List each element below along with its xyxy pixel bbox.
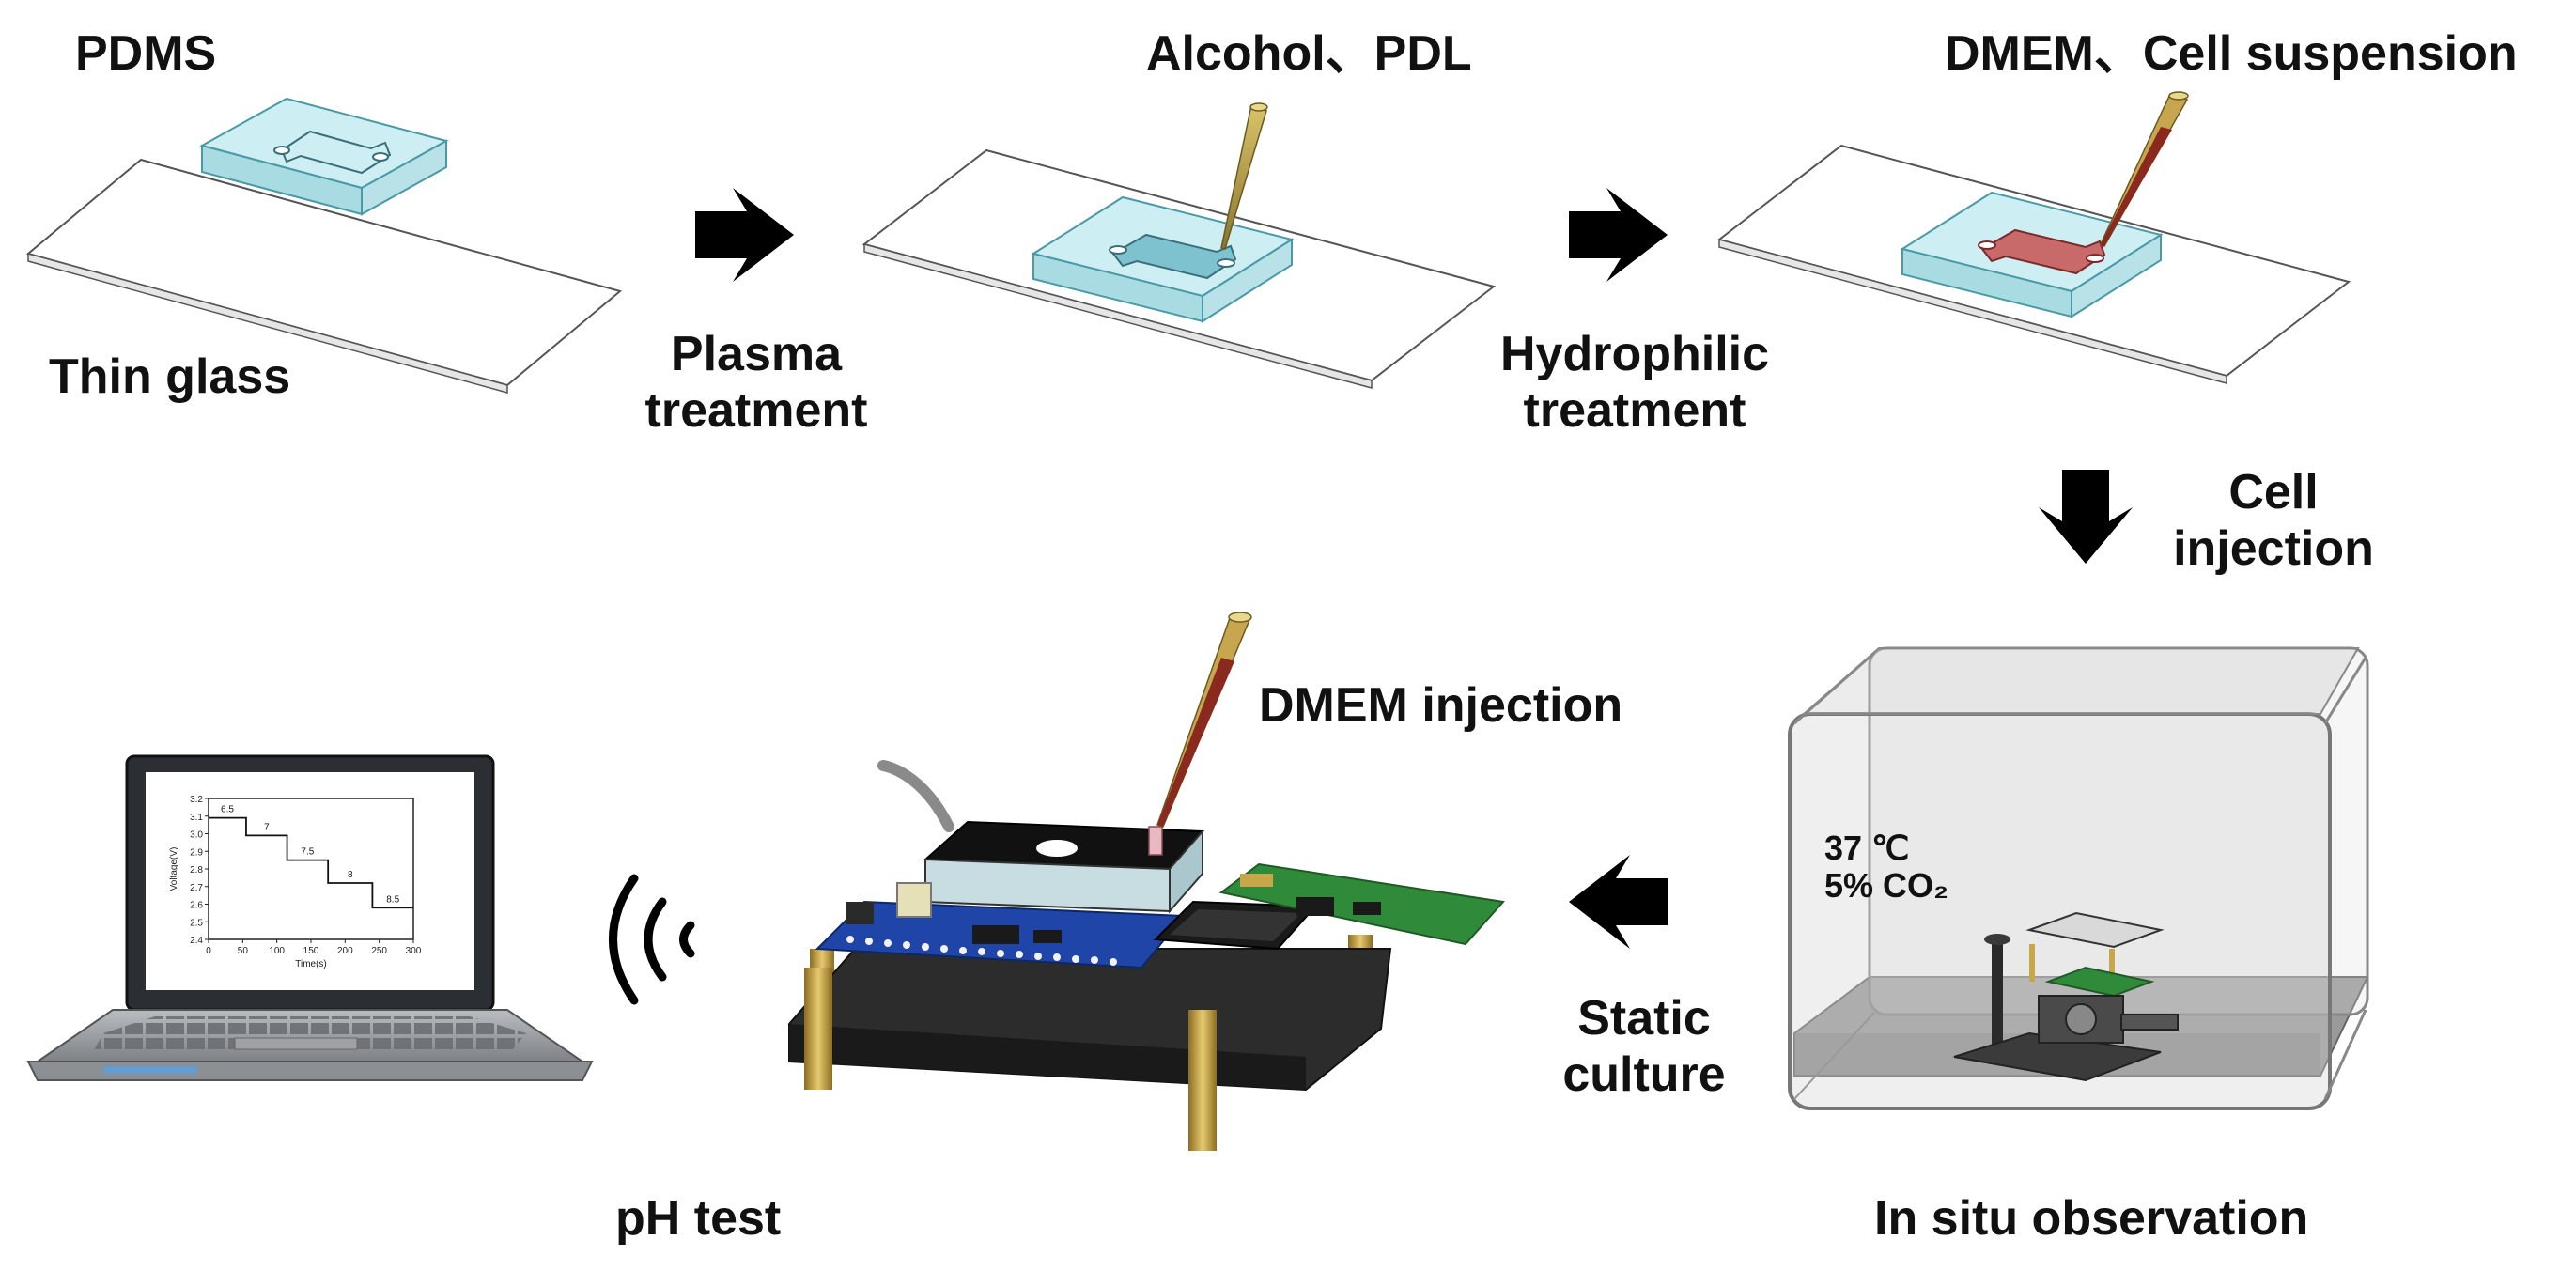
x-tick-label: 50 (238, 946, 249, 956)
x-tick-label: 200 (337, 946, 353, 956)
step-ph-label: 7 (264, 822, 270, 832)
wireless-signal-icon (609, 874, 695, 1005)
y-tick-label: 2.4 (190, 936, 203, 946)
incubator (1788, 646, 2369, 1110)
x-tick-label: 150 (303, 946, 319, 956)
label-in-situ-observation: In situ observation (1874, 1191, 2309, 1246)
label-plasma-treatment: Plasma treatment (620, 327, 892, 440)
y-tick-label: 3.0 (190, 830, 203, 841)
label-cell-injection: Cell injection (2151, 465, 2396, 578)
y-tick-label: 3.2 (190, 795, 203, 805)
y-tick-label: 2.6 (190, 901, 203, 911)
arrow-left-icon (1569, 855, 1668, 949)
label-plasma-line1: Plasma (670, 327, 843, 381)
y-tick-label: 2.7 (190, 883, 203, 893)
pdms-chip-3 (1900, 191, 2164, 318)
step-ph-label: 6.5 (221, 805, 234, 815)
x-tick-label: 0 (206, 946, 211, 956)
y-tick-label: 2.8 (190, 865, 203, 876)
voltage-time-chart: 2.4 2.5 2.6 2.7 2.8 2.9 3.0 3.1 3.2 0 50 100 150 200 2… (169, 795, 422, 969)
arrow-down-icon (2039, 470, 2133, 564)
pipette-tip-3 (2100, 91, 2189, 247)
y-tick-label: 2.9 (190, 847, 203, 858)
thin-glass-slide-1 (25, 158, 623, 394)
label-static-culture: Static culture (1531, 991, 1757, 1104)
label-co2: 5% CO₂ (1824, 866, 1949, 905)
label-hydrophilic-treatment: Hydrophilic treatment (1480, 327, 1790, 440)
label-static-line1: Static (1577, 991, 1711, 1046)
pipette-tip-2 (1220, 102, 1268, 250)
label-dmem-cell-suspension: DMEM、Cell suspension (1945, 26, 2518, 81)
label-dmem-injection: DMEM injection (1259, 678, 1623, 733)
label-hydrophilic-line2: treatment (1523, 382, 1746, 438)
label-thin-glass: Thin glass (49, 349, 291, 404)
x-tick-label: 100 (269, 946, 285, 956)
x-tick-label: 250 (371, 946, 387, 956)
pdms-chip-2 (1031, 195, 1295, 323)
y-axis-label: Voltage(V) (169, 847, 179, 891)
label-plasma-line2: treatment (644, 382, 868, 438)
ph-test-board (788, 612, 1505, 1151)
step-ph-label: 7.5 (301, 847, 314, 858)
label-static-line2: culture (1562, 1046, 1726, 1102)
y-tick-label: 2.5 (190, 918, 203, 928)
y-tick-label: 3.1 (190, 813, 203, 823)
pdms-chip-1 (199, 97, 449, 216)
x-tick-label: 300 (406, 946, 422, 956)
step-ph-label: 8 (348, 870, 353, 880)
label-temperature: 37 ℃ (1824, 829, 1910, 867)
label-cell-line1: Cell (2228, 465, 2319, 519)
step-ph-label: 8.5 (386, 894, 399, 905)
label-cell-line2: injection (2173, 520, 2374, 576)
arrow-right-icon (695, 188, 794, 282)
laptop: 2.4 2.5 2.6 2.7 2.8 2.9 3.0 3.1 3.2 0 50 100 150 200 2… (26, 754, 594, 1081)
label-hydrophilic-line1: Hydrophilic (1499, 327, 1770, 381)
label-pdms: PDMS (75, 26, 217, 81)
x-axis-label: Time(s) (295, 959, 327, 969)
step-series-line (209, 816, 413, 909)
arrow-right-icon (1569, 188, 1668, 282)
label-alcohol-pdl: Alcohol、PDL (1146, 26, 1472, 81)
label-ph-test: pH test (615, 1191, 782, 1246)
